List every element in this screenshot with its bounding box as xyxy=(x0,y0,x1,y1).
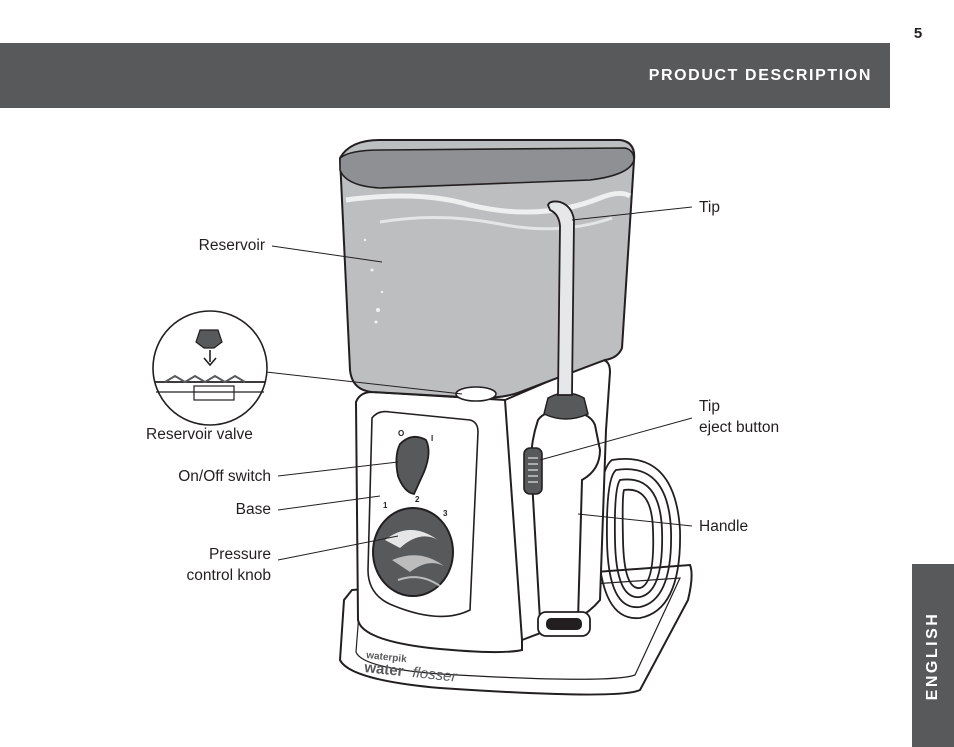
on-off-switch xyxy=(395,435,430,496)
valve-inset-detail xyxy=(155,329,265,401)
label-pressure-line2: control knob xyxy=(186,567,271,584)
label-reservoir-valve: Reservoir valve xyxy=(146,426,253,443)
handle-collar xyxy=(543,392,589,420)
language-tab[interactable]: ENGLISH xyxy=(912,564,954,747)
leader-tip xyxy=(571,206,693,221)
header-bar: PRODUCT DESCRIPTION xyxy=(0,43,890,108)
brand-flosser: flosser xyxy=(412,664,459,686)
valve-inset-circle xyxy=(152,310,268,426)
pressure-mark-2: 2 xyxy=(415,495,420,504)
leader-base xyxy=(277,495,381,511)
switch-on-mark: I xyxy=(431,434,433,443)
reservoir-rim xyxy=(339,147,635,189)
brand-waterpik: waterpik xyxy=(365,650,408,665)
switch-off-mark: O xyxy=(398,429,404,438)
pressure-mark-1: 1 xyxy=(383,501,388,510)
base-platform-inner xyxy=(355,577,681,680)
pressure-control-knob xyxy=(372,507,454,597)
label-base: Base xyxy=(235,501,271,518)
label-reservoir: Reservoir xyxy=(198,237,265,254)
label-pressure-line1: Pressure xyxy=(208,546,271,563)
tip-eject-button xyxy=(523,447,543,495)
label-tip-eject-line2: eject button xyxy=(699,419,780,436)
label-on-off-switch: On/Off switch xyxy=(178,468,271,485)
reservoir-valve xyxy=(455,386,497,402)
label-tip: Tip xyxy=(699,199,720,216)
label-tip-eject-line1: Tip xyxy=(699,398,720,415)
section-title: PRODUCT DESCRIPTION xyxy=(648,67,872,84)
page-number: 5 xyxy=(913,25,923,42)
leader-handle xyxy=(577,513,693,527)
leader-tip-eject xyxy=(539,417,693,461)
leader-lines xyxy=(265,206,693,561)
reservoir-water-line xyxy=(345,190,632,215)
leader-reservoir-valve xyxy=(265,371,463,395)
pressure-mark-3: 3 xyxy=(443,509,448,518)
label-handle: Handle xyxy=(699,518,749,535)
leader-on-off-switch xyxy=(277,461,399,477)
leader-pressure-knob xyxy=(277,535,399,561)
water-bubbles xyxy=(363,238,384,324)
leader-reservoir xyxy=(271,245,383,263)
tip xyxy=(547,200,575,396)
brand-water: water xyxy=(363,659,405,680)
